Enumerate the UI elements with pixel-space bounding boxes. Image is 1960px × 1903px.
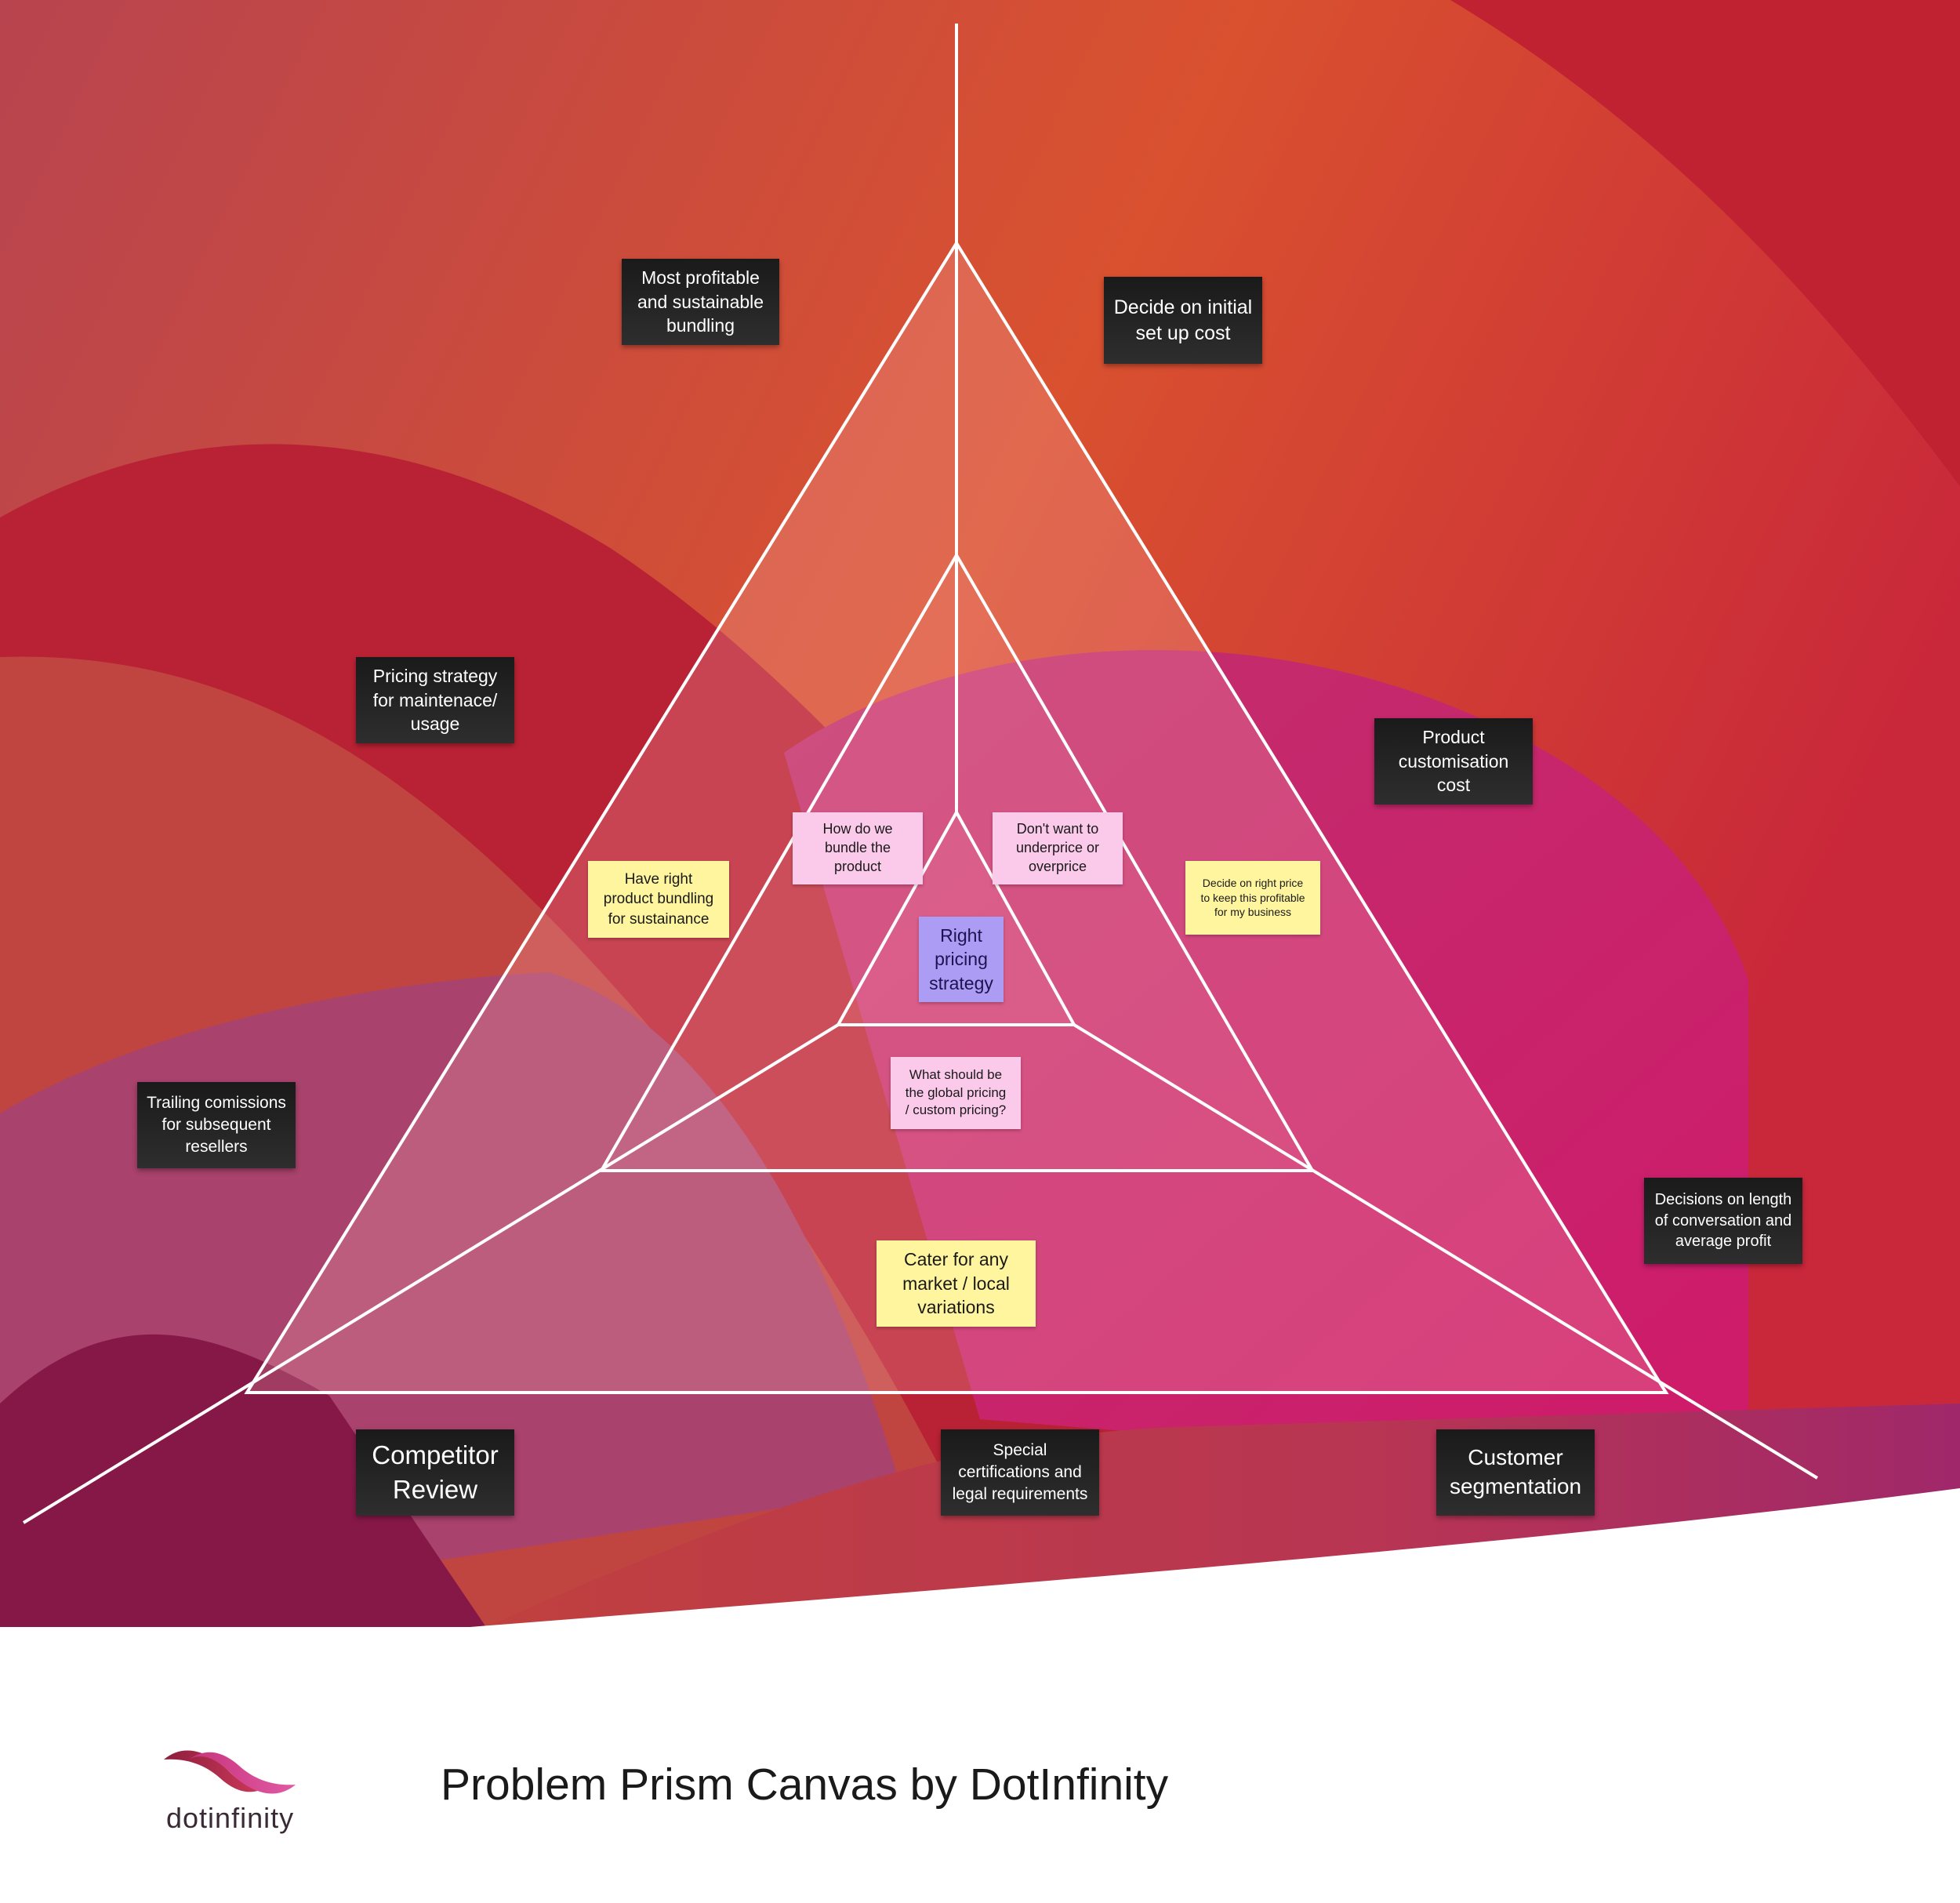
note-customer-segmentation[interactable]: Customer segmentation bbox=[1436, 1429, 1595, 1516]
note-special-certifications[interactable]: Special certifications and legal require… bbox=[941, 1429, 1099, 1516]
page-title: Problem Prism Canvas by DotInfinity bbox=[441, 1759, 1168, 1810]
note-decide-right-price[interactable]: Decide on right price to keep this profi… bbox=[1185, 861, 1320, 935]
note-cater-market-variations[interactable]: Cater for any market / local variations bbox=[877, 1240, 1036, 1327]
note-length-average-profit[interactable]: Decisions on length of conversation and … bbox=[1644, 1178, 1802, 1264]
note-global-pricing[interactable]: What should be the global pricing / cust… bbox=[891, 1057, 1021, 1129]
note-initial-setup-cost[interactable]: Decide on initial set up cost bbox=[1104, 277, 1262, 364]
note-most-profitable-bundling[interactable]: Most profitable and sustainable bundling bbox=[622, 259, 779, 345]
note-customisation-cost[interactable]: Product customisation cost bbox=[1374, 718, 1533, 804]
note-how-bundle-product[interactable]: How do we bundle the product bbox=[793, 812, 923, 884]
note-competitor-review[interactable]: Competitor Review bbox=[356, 1429, 514, 1516]
dotinfinity-logo-icon bbox=[161, 1745, 299, 1800]
note-right-pricing-strategy[interactable]: Right pricing strategy bbox=[919, 917, 1004, 1002]
logo-text: dotinfinity bbox=[166, 1802, 294, 1835]
note-have-product-bundling[interactable]: Have right product bundling for sustaina… bbox=[588, 861, 729, 938]
note-dont-underprice[interactable]: Don't want to underprice or overprice bbox=[993, 812, 1123, 884]
note-pricing-maintenance[interactable]: Pricing strategy for maintenace/ usage bbox=[356, 657, 514, 743]
note-trailing-commissions[interactable]: Trailing comissions for subsequent resel… bbox=[137, 1082, 296, 1168]
